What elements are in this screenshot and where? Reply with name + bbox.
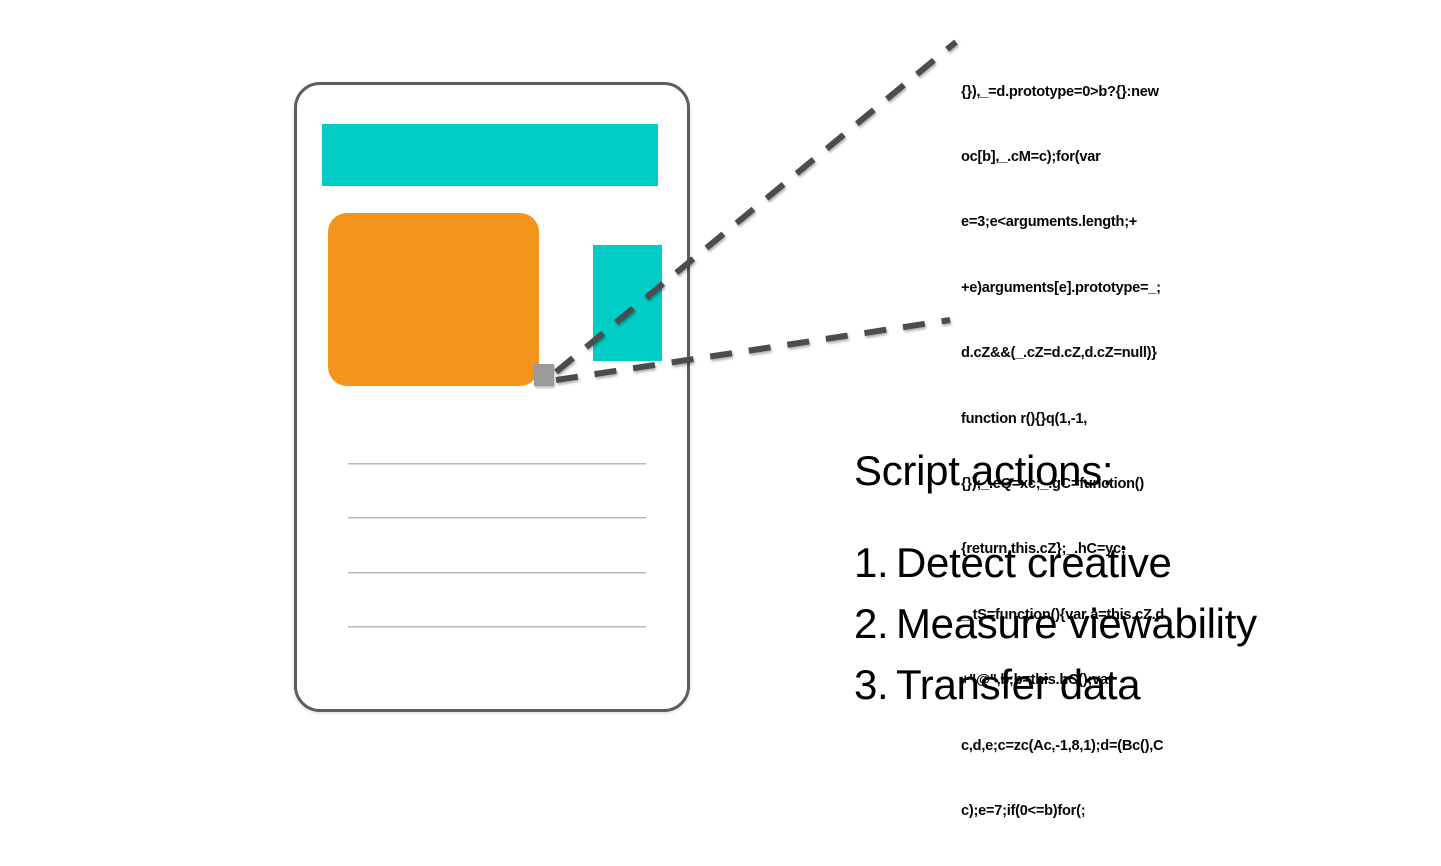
list-item: 2. Measure viewability [854,593,1257,654]
ad-creative-main[interactable] [328,213,539,386]
list-item: 1. Detect creative [854,532,1257,593]
list-item-label: Detect creative [896,539,1172,586]
slide-canvas: {}),_=d.prototype=0>b?{}:new oc[b],_.cM=… [294,39,1258,819]
code-line: _.tS=function(){var a=this.cZ.d [961,606,1165,623]
ad-block-side[interactable] [593,245,662,361]
code-line: {});_.eQ=xc;_.gC=function() [961,475,1144,492]
code-line: {}),_=d.prototype=0>b?{}:new [961,83,1159,100]
list-item-number: 1. [854,539,889,586]
code-line: c,d,e;c=zc(Ac,-1,8,1);d=(Bc(),C [961,737,1164,754]
code-line: function r(){}q(1,-1, [961,410,1088,427]
code-line: e=3;e<arguments.length;+ [961,214,1138,231]
list-item-label: Transfer data [896,661,1141,708]
content-line [348,463,646,464]
list-item-number: 2. [854,600,889,647]
list-item-number: 3. [854,661,889,708]
code-line: oc[b],_.cM=c);for(var [961,148,1101,165]
list-item: 3. Transfer data [854,654,1257,715]
ad-banner-top[interactable] [322,124,658,186]
code-line: d.cZ&&(_.cZ=d.cZ,d.cZ=null)} [961,345,1157,362]
content-line [348,572,646,573]
script-actions-list: 1. Detect creative 2. Measure viewabilit… [854,532,1257,715]
list-item-label: Measure viewability [896,600,1257,647]
code-line: {return this.cZ};_.hC=yc; [961,541,1126,558]
creative-anchor-handle-icon[interactable] [534,364,554,386]
content-line [348,626,646,627]
content-line [348,517,646,518]
code-line: +"@",b;b=this.hC();var [961,672,1114,689]
code-line: c);e=7;if(0<=b)for(; [961,802,1086,819]
code-line: +e)arguments[e].prototype=_; [961,279,1161,296]
script-actions-heading: Script actions: [854,447,1114,494]
